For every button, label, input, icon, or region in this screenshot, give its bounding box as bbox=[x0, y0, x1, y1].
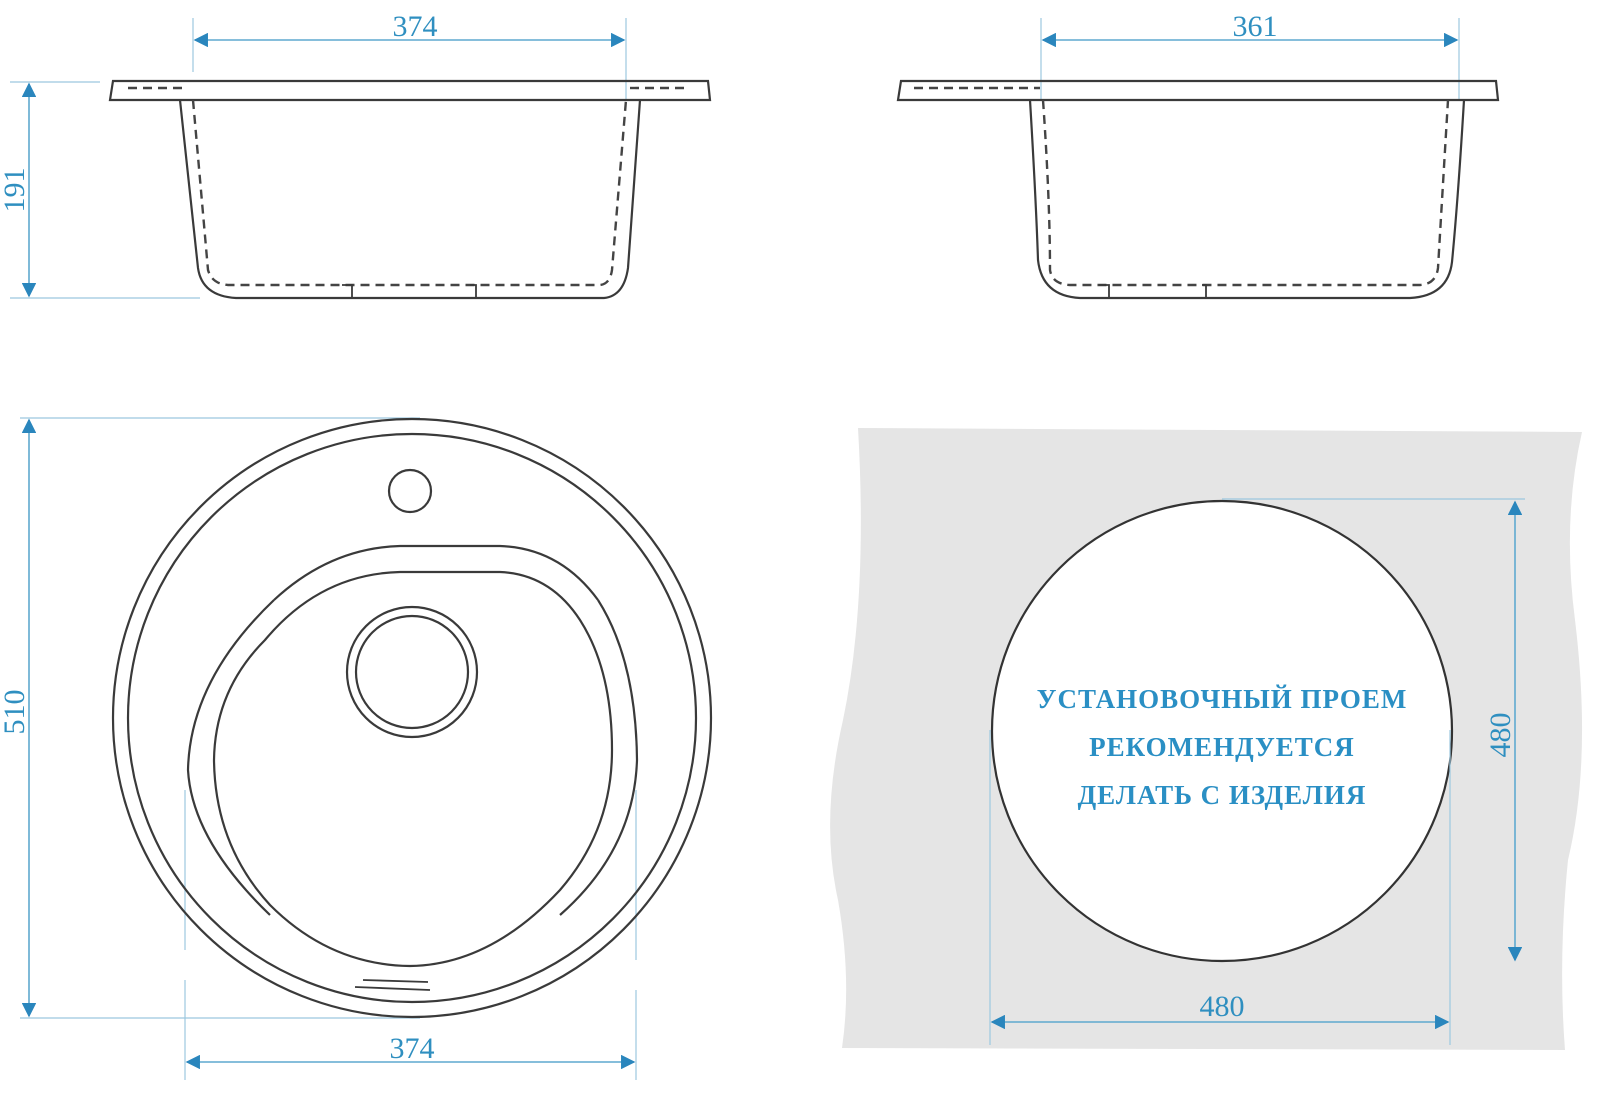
side-view: 361 bbox=[896, 10, 1500, 300]
front-side-view: 374 191 bbox=[0, 10, 712, 300]
faucet-hole bbox=[387, 468, 433, 514]
drain-inner-ring bbox=[354, 614, 470, 730]
top-width-label: 374 bbox=[390, 1032, 435, 1065]
side-width-label: 361 bbox=[1233, 10, 1278, 43]
cutout-hole bbox=[990, 499, 1454, 963]
cutout-width-label: 480 bbox=[1200, 990, 1245, 1023]
cutout-view: 480 480 УСТАНОВОЧНЫЙ ПРОЕМ РЕКОМЕНДУЕТСЯ… bbox=[830, 428, 1583, 1050]
top-height-label: 510 bbox=[0, 690, 31, 735]
cutout-note-line-2: РЕКОМЕНДУЕТСЯ bbox=[1089, 732, 1355, 762]
bowl-basin bbox=[212, 570, 614, 968]
sink-outer-rim bbox=[111, 417, 713, 1019]
cutout-height-label: 480 bbox=[1484, 713, 1517, 758]
top-view: 510 374 bbox=[0, 417, 713, 1080]
front-width-label: 374 bbox=[393, 10, 438, 43]
front-height-label: 191 bbox=[0, 168, 31, 213]
drain-outer-ring bbox=[345, 605, 479, 739]
cutout-note-line-3: ДЕЛАТЬ С ИЗДЕЛИЯ bbox=[1078, 780, 1367, 810]
cutout-note-line-1: УСТАНОВОЧНЫЙ ПРОЕМ bbox=[1037, 684, 1408, 714]
